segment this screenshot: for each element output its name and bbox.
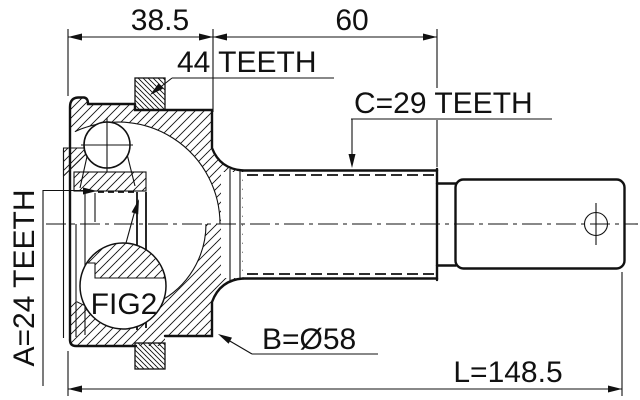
label-outer-teeth: 44 TEETH bbox=[177, 46, 317, 79]
dim-arrow bbox=[68, 385, 82, 393]
dim-arrow bbox=[213, 33, 227, 41]
label-body-diameter: B=Ø58 bbox=[262, 323, 356, 356]
leader-arrow bbox=[150, 83, 163, 95]
dim-arrow bbox=[199, 33, 213, 41]
leader-arrow bbox=[348, 154, 356, 168]
snout-bore bbox=[221, 172, 243, 278]
ring-block-top bbox=[134, 77, 166, 111]
cage-line bbox=[79, 151, 89, 189]
dim-value-overall-length: L=148.5 bbox=[453, 356, 562, 389]
abs-ring-sections bbox=[134, 77, 166, 370]
ring-block-bottom bbox=[134, 342, 166, 370]
label-inner-teeth: A=24 TEETH bbox=[8, 189, 41, 366]
inner-race-section bbox=[73, 171, 147, 192]
housing-profile-bottom bbox=[68, 277, 245, 348]
detail-label: FIG2 bbox=[91, 288, 158, 321]
housing-outline bbox=[68, 96, 245, 348]
label-shaft-teeth: C=29 TEETH bbox=[354, 87, 533, 120]
dim-arrow bbox=[608, 385, 622, 393]
leader-arrow bbox=[218, 334, 232, 344]
dimensions: 38.5 60 44 TEETH C=29 TEETH A=24 TEETH B… bbox=[8, 4, 623, 396]
dim-value-spline-width: 60 bbox=[335, 4, 368, 37]
dim-value-top-width: 38.5 bbox=[131, 4, 189, 37]
leader-arrow bbox=[83, 187, 97, 195]
dim-arrow bbox=[423, 33, 437, 41]
dim-arrow bbox=[68, 33, 82, 41]
detail-leader-arrow bbox=[131, 199, 139, 215]
housing-profile-top bbox=[68, 96, 245, 342]
